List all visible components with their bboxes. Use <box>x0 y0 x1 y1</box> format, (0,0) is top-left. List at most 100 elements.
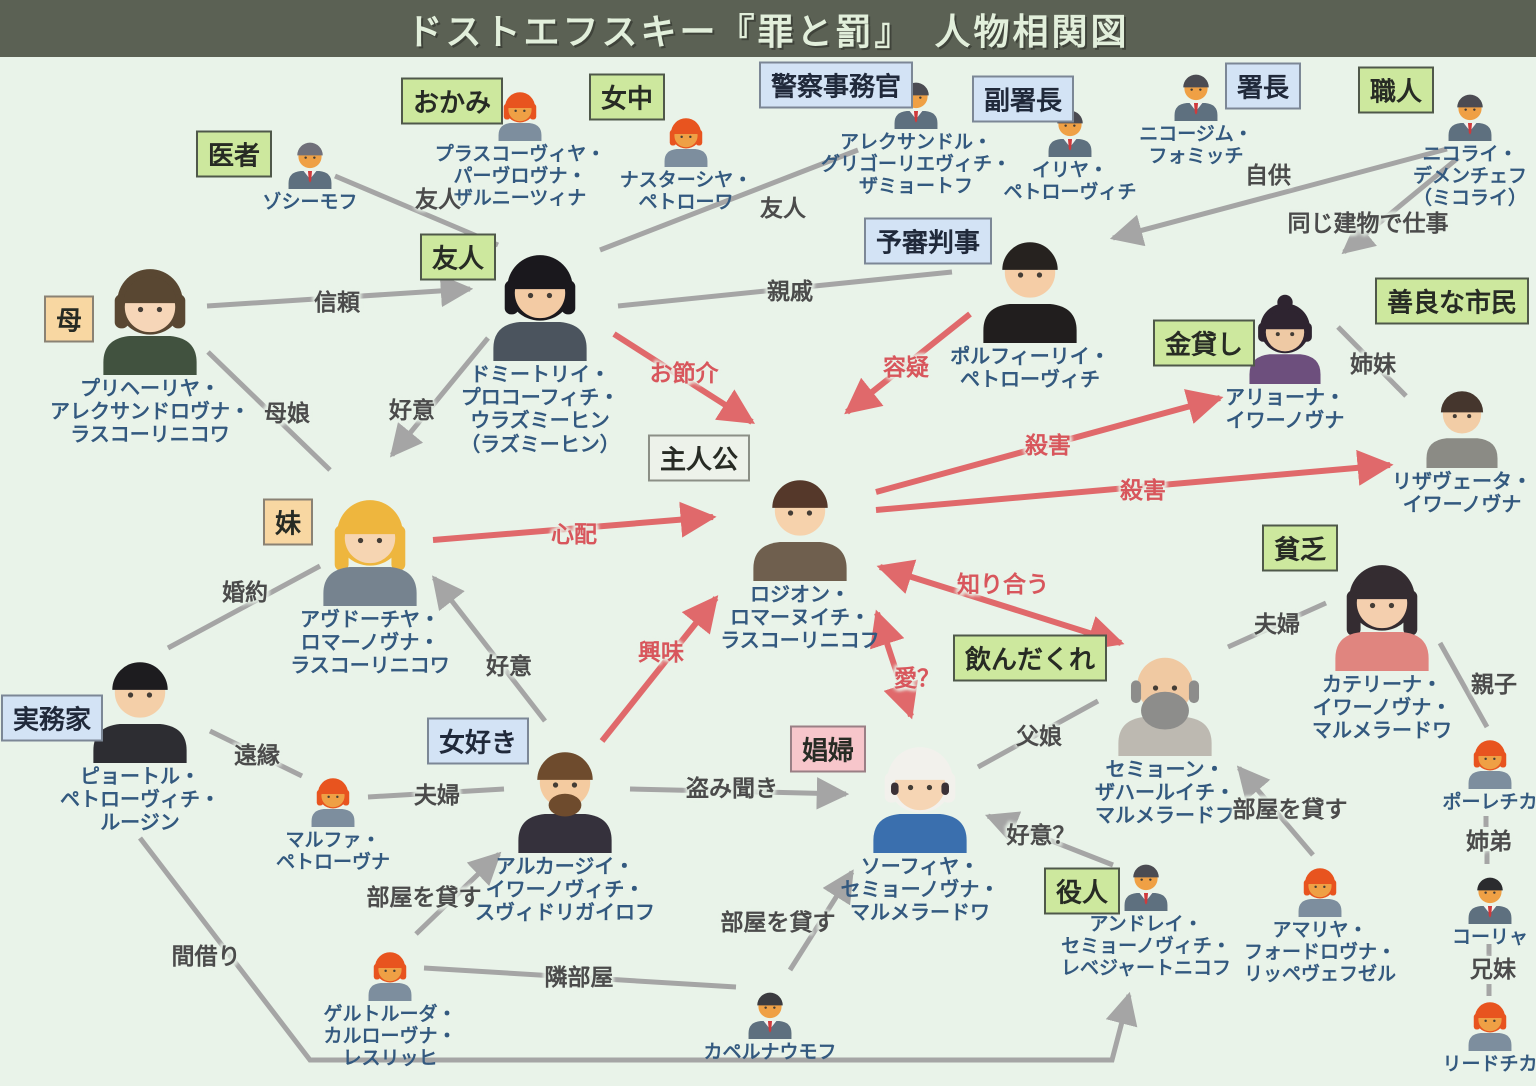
katerina-avatar-icon <box>1335 565 1429 671</box>
person-pulcheria: プリヘーリヤ・ アレクサンドロヴナ・ ラスコーリニコワ <box>50 249 250 446</box>
person-sonya: ソーフィヤ・ セミョーノヴナ・ マルメラードワ <box>841 727 999 924</box>
role-label-sonya: 娼婦 <box>789 725 867 773</box>
edge-label-夫婦: 夫婦 <box>1254 611 1300 637</box>
person-name: アリョーナ・ イワーノヴナ <box>1225 387 1345 433</box>
person-dunya: アヴドーチヤ・ ロマーノヴナ・ ラスコーリニコワ <box>290 480 450 677</box>
lizaveta-avatar-icon <box>1426 391 1498 468</box>
edge-label-友人: 友人 <box>760 195 806 221</box>
edge-luzhin-dunya <box>166 563 322 651</box>
edge-label-盗み聞き: 盗み聞き <box>686 775 778 801</box>
person-gertruda: ゲルトルーダ・ カルローヴナ・ レスリッヒ <box>323 943 457 1069</box>
praskovya-avatar-icon <box>498 92 542 141</box>
edge-label-親戚: 親戚 <box>767 278 813 304</box>
edge-label-部屋を貸す: 部屋を貸す <box>1232 796 1348 822</box>
person-praskovya: プラスコーヴィヤ・ パーヴロヴナ・ ザルニーツィナ <box>435 83 605 209</box>
person-nikodim: ニコージム・ フォミッチ <box>1139 63 1253 167</box>
person-lebezyatnikov: アンドレイ・ セミョーノヴィチ・ レベジャートニコフ <box>1061 853 1231 979</box>
role-label-nikodim: 署長 <box>1224 62 1302 110</box>
alyona-avatar-icon <box>1249 294 1321 384</box>
person-lizaveta: リザヴェータ・ イワーノヴナ <box>1392 372 1532 516</box>
page-title: ドストエフスキー『罪と罰』 人物相関図 <box>406 10 1130 52</box>
person-name: ソーフィヤ・ セミョーノヴナ・ マルメラードワ <box>840 856 1000 925</box>
person-marmeladov: セミョーン・ ザハールイチ・ マルメラードフ <box>1095 630 1235 827</box>
edge-label-好意？: 好意？ <box>1006 822 1076 848</box>
marfa-avatar-icon <box>311 778 355 827</box>
person-lidochka: リードチカ <box>1442 993 1536 1075</box>
edge-label-兄妹: 兄妹 <box>1470 956 1516 982</box>
role-label-alyona: 金貸し <box>1152 319 1256 367</box>
person-kolya: コーリャ <box>1452 866 1528 948</box>
role-label-porfiry: 予審判事 <box>863 217 993 265</box>
edge-label-母娘: 母娘 <box>264 400 310 426</box>
razumikhin-avatar-icon <box>493 255 587 361</box>
edge-label-隣部屋: 隣部屋 <box>544 964 614 990</box>
person-name: アレクサンドル・ グリゴーリエヴィチ・ ザミョートフ <box>820 132 1011 198</box>
edge-label-容疑: 容疑 <box>883 354 929 380</box>
person-kapernaumov: カペルナウモフ <box>703 981 837 1063</box>
person-name: カペルナウモフ <box>703 1042 837 1063</box>
person-name: リードチカ <box>1442 1054 1536 1075</box>
gertruda-avatar-icon <box>368 952 412 1001</box>
edge-label-自供: 自供 <box>1245 162 1291 188</box>
role-label-pulcheria: 母 <box>43 295 95 343</box>
lebezyatnikov-avatar-icon <box>1124 864 1168 911</box>
edge-label-間借り: 間借り <box>171 943 241 969</box>
edge-label-父娘: 父娘 <box>1016 723 1062 749</box>
edge-label-姉弟: 姉弟 <box>1466 828 1512 854</box>
role-label-dunya: 妹 <box>262 498 314 546</box>
svidrigailov-avatar-icon <box>518 752 612 853</box>
edge-katerina-polechka <box>1437 641 1490 729</box>
nikodim-avatar-icon <box>1174 74 1218 121</box>
person-name: ナスターシヤ・ ペトローワ <box>619 170 753 214</box>
sonya-avatar-icon <box>873 747 967 853</box>
person-name: ニコージム・ フォミッチ <box>1139 124 1253 168</box>
person-amalia: アマリヤ・ フォードロヴナ・ リッペヴェフゼル <box>1244 859 1396 985</box>
edge-label-お節介: お節介 <box>649 360 719 386</box>
edge-amalia-marmeladov <box>1236 765 1315 857</box>
edge-label-部屋を貸す: 部屋を貸す <box>366 884 482 910</box>
person-name: ロジオン・ ロマーヌイチ・ ラスコーリニコフ <box>720 584 880 653</box>
role-label-katerina: 貧乏 <box>1261 524 1339 572</box>
zosimov-avatar-icon <box>288 142 332 189</box>
person-name: セミョーン・ ザハールイチ・ マルメラードフ <box>1095 759 1235 828</box>
edge-razumikhin-zamyotov <box>599 147 859 253</box>
person-name: アルカージイ・ イワーノヴィチ・ スヴィドリガイロフ <box>475 856 655 925</box>
edge-label-友人: 友人 <box>415 186 461 212</box>
edge-rodion-marmeladov <box>876 559 1125 651</box>
edge-svidrigailov-sonya <box>629 777 850 810</box>
person-ilya: イリヤ・ ペトローヴィチ <box>1003 99 1137 203</box>
edge-luzhin-lebezyatnikov <box>138 836 1138 1063</box>
edge-gertruda-kapernaumov <box>423 965 737 990</box>
nikolai-avatar-icon <box>1448 94 1492 141</box>
person-name: ゾシーモフ <box>262 192 358 213</box>
role-label-zosimov: 医者 <box>195 130 273 178</box>
edge-label-同じ建物で仕事: 同じ建物で仕事 <box>1287 210 1449 236</box>
edge-kapernaumov-sonya <box>787 869 855 972</box>
edge-gertruda-svidrigailov <box>414 851 502 936</box>
edge-label-愛？: 愛？ <box>894 665 940 691</box>
edge-porfiry-rodion <box>844 311 972 415</box>
person-name: カテリーナ・ イワーノヴナ・ マルメラードワ <box>1312 674 1452 743</box>
person-polechka: ポーレチカ <box>1442 731 1536 813</box>
role-label-lizaveta: 善良な市民 <box>1374 277 1530 325</box>
edge-label-知り合う: 知り合う <box>957 571 1049 597</box>
edge-label-殺害: 殺害 <box>1025 432 1071 458</box>
person-name: ドミートリイ・ プロコーフィチ・ ウラズミーヒン （ラズミーヒン） <box>460 364 620 456</box>
kapernaumov-avatar-icon <box>748 992 792 1039</box>
person-name: コーリャ <box>1451 927 1528 948</box>
edge-rodion-alyona <box>875 389 1224 495</box>
edge-marfa-svidrigailov <box>367 786 505 800</box>
person-name: ニコライ・ デメンチェフ （ミコライ） <box>1412 144 1527 210</box>
edge-marmeladov-katerina <box>1226 600 1328 650</box>
edge-label-興味: 興味 <box>638 639 684 665</box>
person-zosimov: ゾシーモフ <box>262 131 358 213</box>
edge-pulcheria-razumikhin <box>206 274 474 309</box>
edge-rodion-lizaveta <box>875 449 1394 513</box>
person-name: ピョートル・ ペトローヴィチ・ ルージン <box>60 766 220 835</box>
dunya-avatar-icon <box>323 500 417 606</box>
person-katerina: カテリーナ・ イワーノヴナ・ マルメラードワ <box>1312 545 1452 742</box>
role-label-lebezyatnikov: 役人 <box>1043 867 1121 915</box>
pulcheria-avatar-icon <box>103 269 197 375</box>
edge-razumikhin-dunya <box>389 336 490 458</box>
edge-lebezyatnikov-sonya <box>984 811 1114 868</box>
